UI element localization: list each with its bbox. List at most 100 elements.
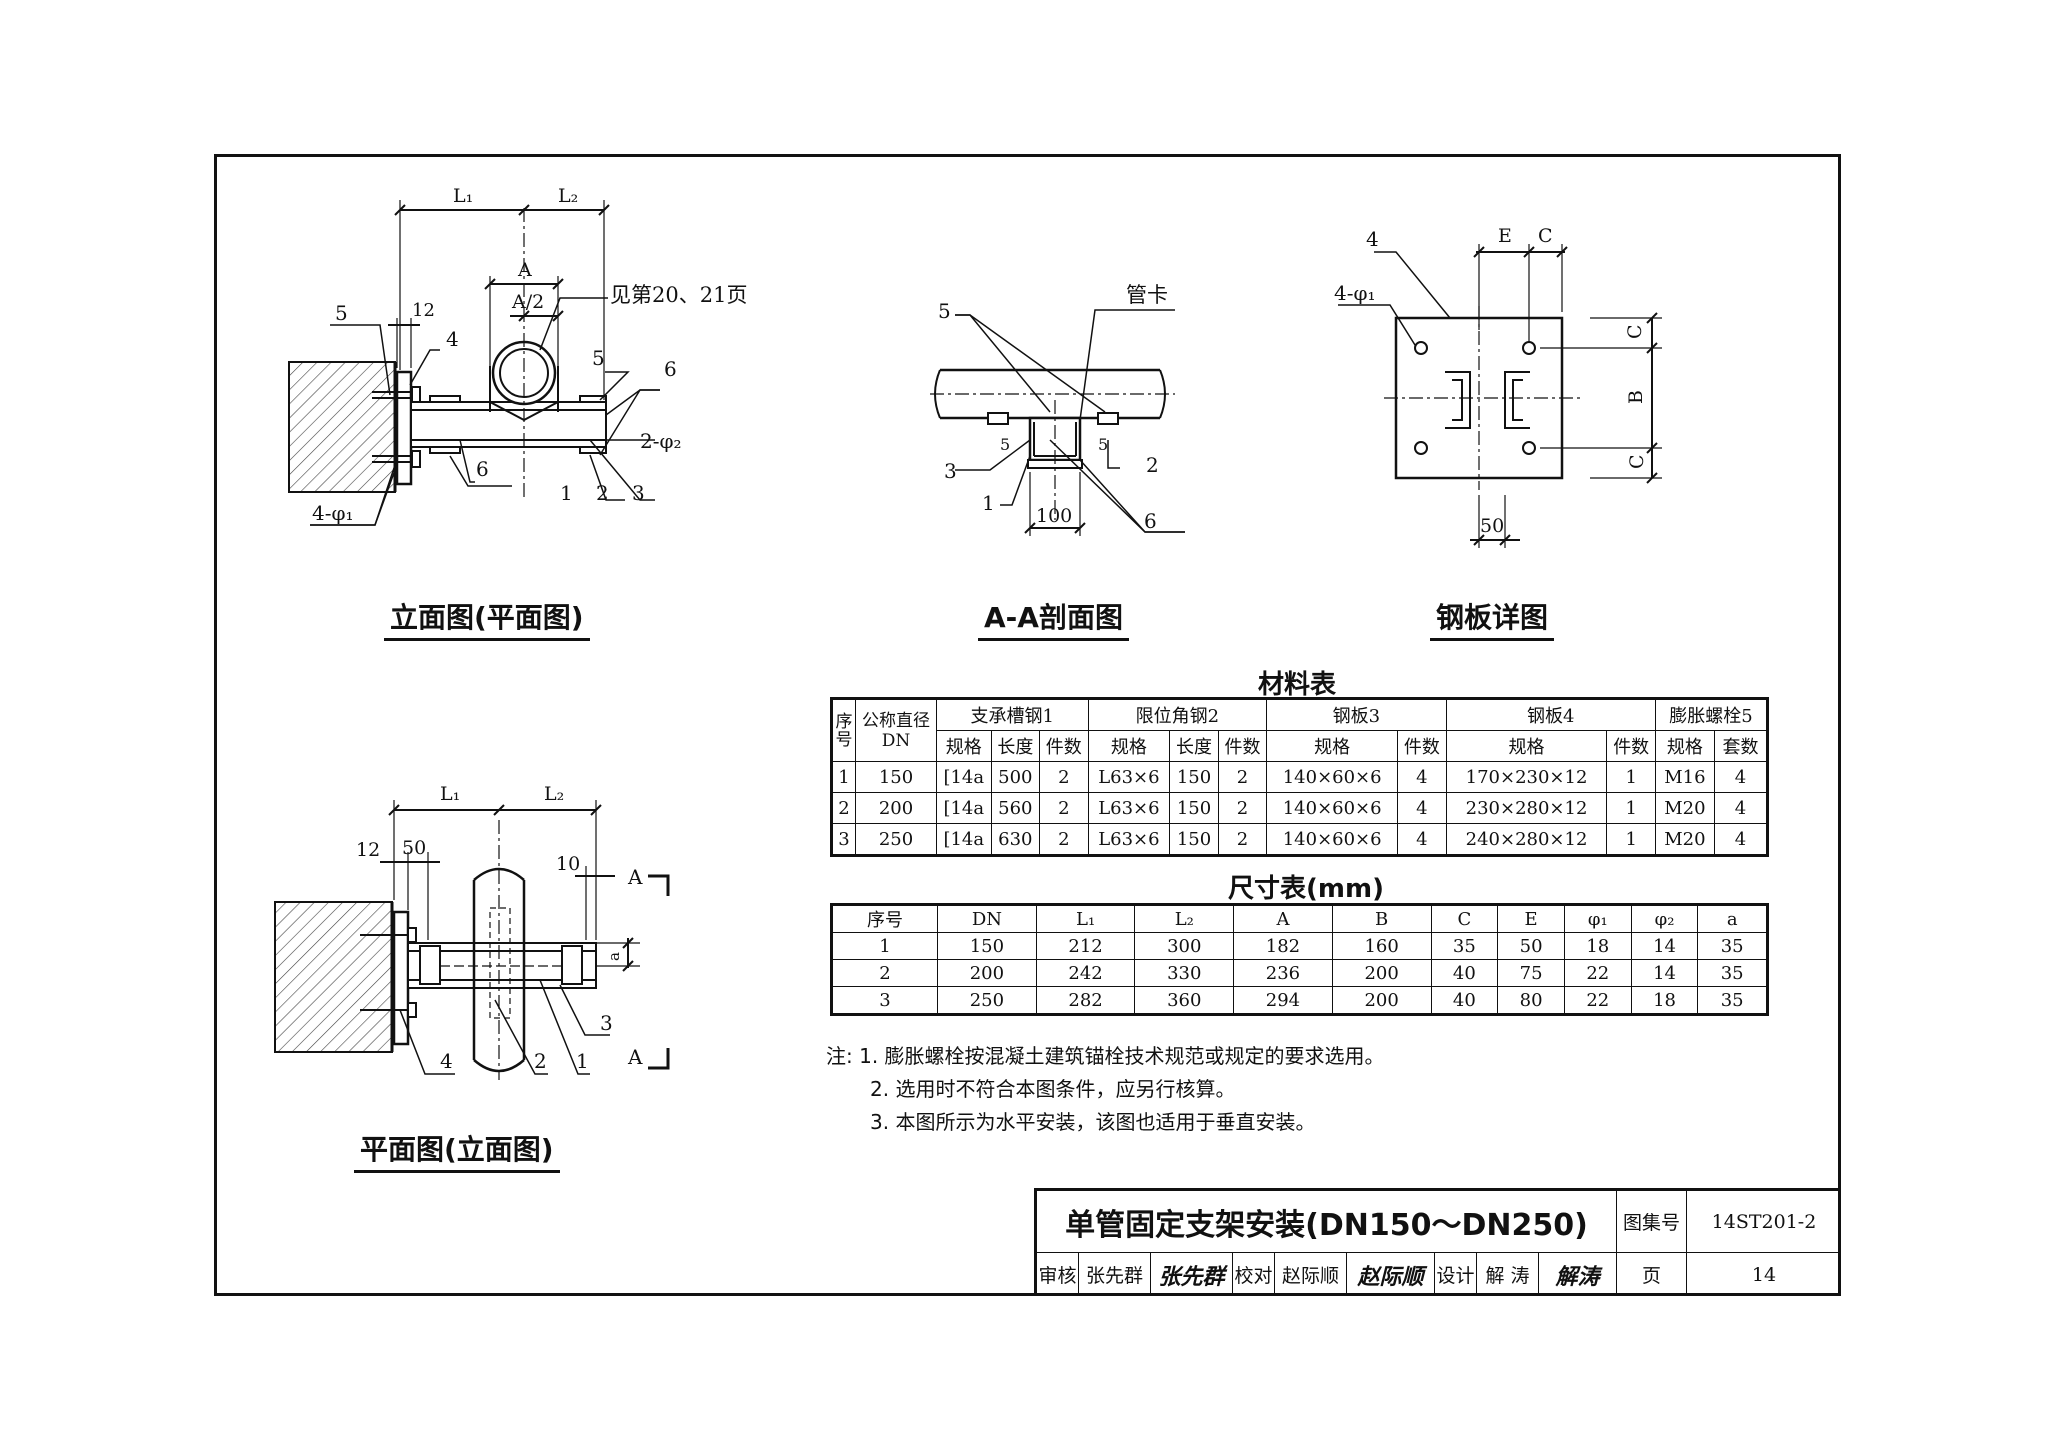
table-cell: 2 — [1039, 823, 1089, 856]
plate-c1-label: C — [1624, 324, 1646, 339]
designer-name: 解 涛 — [1477, 1253, 1539, 1296]
table-cell: 330 — [1134, 959, 1235, 987]
plate-50-label: 50 — [1480, 515, 1504, 537]
table-cell: 1 — [1606, 761, 1656, 793]
elev-5a-label: 5 — [335, 301, 348, 325]
plate-b-label: B — [1625, 390, 1647, 404]
sec-5a-label: 5 — [938, 299, 951, 323]
sec-6-label: 6 — [1144, 509, 1157, 533]
header-cell: 限位角钢2 — [1087, 698, 1268, 731]
plan-12-label: 12 — [356, 839, 380, 861]
header-cell: 支承槽钢1 — [936, 698, 1089, 731]
table-cell: 236 — [1233, 959, 1333, 987]
elev-4-label: 4 — [446, 327, 459, 351]
section-view: 管卡 5 5 5 3 2 1 6 100 — [930, 283, 1185, 536]
table-cell: 630 — [990, 823, 1041, 856]
table-cell: 40 — [1430, 986, 1499, 1015]
sec-5b-label: 5 — [1000, 435, 1010, 454]
table-cell: 2 — [1039, 792, 1089, 824]
reviewer-signature: 张先群 — [1151, 1253, 1233, 1296]
atlas-label: 图集号 — [1617, 1191, 1687, 1253]
drawing-title: 单管固定支架安装(DN150～DN250) — [1037, 1191, 1617, 1253]
header-cell: 规格 — [936, 730, 992, 762]
table-cell: 35 — [1697, 986, 1768, 1015]
plan-4-label: 4 — [440, 1049, 453, 1073]
table-cell: 2 — [1039, 761, 1089, 793]
table-cell: 200 — [1331, 959, 1432, 987]
table-cell: 4 — [1397, 792, 1447, 824]
table-cell: 40 — [1430, 959, 1499, 987]
table-cell: 18 — [1630, 986, 1699, 1015]
sec-100-label: 100 — [1036, 505, 1072, 527]
header-cell: B — [1331, 904, 1432, 933]
table-cell: 4 — [1713, 761, 1769, 793]
atlas-number: 14ST201-2 — [1687, 1191, 1841, 1253]
table-cell: 80 — [1497, 986, 1565, 1015]
plate-title: 钢板详图 — [1430, 596, 1555, 641]
table-cell: 150 — [855, 761, 937, 793]
table-cell: 230×280×12 — [1445, 792, 1608, 824]
table-cell: 2 — [1217, 761, 1268, 793]
elev-2-label: 2 — [596, 481, 609, 505]
plan-2-label: 2 — [534, 1049, 547, 1073]
table-cell: 300 — [1134, 932, 1235, 960]
table-cell: 150 — [937, 932, 1037, 960]
material-table-title: 材料表 — [1258, 670, 1337, 700]
table-header-row: 序号 公称直径DN 支承槽钢1 限位角钢2 钢板3 钢板4 膨胀螺栓5 — [831, 698, 1769, 762]
table-cell: 3 — [830, 986, 939, 1015]
checker-name: 赵际顺 — [1275, 1253, 1347, 1296]
plate-c-top-label: C — [1538, 225, 1553, 247]
review-label: 审核 — [1037, 1253, 1079, 1296]
table-cell: 22 — [1563, 986, 1632, 1015]
header-cell: A — [1233, 904, 1333, 933]
plan-view: L₁ L₂ 12 50 10 A A a 3 4 2 1 — [274, 783, 670, 1080]
bolt-left — [987, 412, 1009, 425]
header-cell: 长度 — [990, 730, 1041, 762]
design-label: 设计 — [1435, 1253, 1477, 1296]
table-cell: 14 — [1630, 959, 1699, 987]
table-cell: 140×60×6 — [1266, 792, 1399, 824]
plan-wall — [274, 901, 393, 1053]
elev-5b-label: 5 — [592, 346, 605, 370]
table-cell: 35 — [1430, 932, 1499, 960]
table-cell: 2 — [830, 959, 939, 987]
sec-5c-label: 5 — [1098, 435, 1108, 454]
table-cell: M20 — [1654, 823, 1715, 856]
table-header-row: 规格 长度 件数 规格 长度 件数 规格 件数 规格 件数 规格 套数 — [832, 730, 1769, 762]
header-cell: 规格 — [1445, 730, 1608, 762]
table-cell: 22 — [1563, 959, 1632, 987]
elev-3-label: 3 — [632, 481, 645, 505]
header-cell: 件数 — [1217, 730, 1268, 762]
material-table: 序号 公称直径DN 支承槽钢1 限位角钢2 钢板3 钢板4 膨胀螺栓5 规格 长… — [830, 697, 1769, 857]
header-cell: 件数 — [1606, 730, 1656, 762]
dimension-table-title: 尺寸表(mm) — [1228, 874, 1384, 904]
table-cell: M20 — [1654, 792, 1715, 824]
page-label: 页 — [1617, 1253, 1687, 1296]
table-cell: 35 — [1697, 959, 1768, 987]
header-cell: C — [1430, 904, 1499, 933]
header-cell: 钢板4 — [1445, 698, 1656, 731]
note-item: 2. 选用时不符合本图条件，应另行核算。 — [870, 1077, 1236, 1101]
table-cell: 160 — [1331, 932, 1432, 960]
checker-signature: 赵际顺 — [1347, 1253, 1435, 1296]
table-cell: 14 — [1630, 932, 1699, 960]
plan-title: 平面图(立面图) — [354, 1128, 560, 1173]
sec-2-label: 2 — [1146, 453, 1159, 477]
table-cell: [14a — [936, 823, 992, 856]
table-cell: 1 — [831, 761, 856, 793]
table-cell: 282 — [1035, 986, 1136, 1015]
elev-6b-label: 6 — [476, 457, 489, 481]
plan-10-label: 10 — [556, 853, 580, 875]
plan-1-label: 1 — [576, 1049, 589, 1073]
elev-a-label: A — [517, 259, 532, 281]
table-cell: 2 — [831, 792, 856, 824]
table-cell: 212 — [1035, 932, 1136, 960]
sec-clamp-label: 管卡 — [1126, 283, 1168, 307]
table-cell: 200 — [855, 792, 937, 824]
notes: 注: 1. 膨胀螺栓按混凝土建筑锚栓技术规范或规定的要求选用。 2. 选用时不符… — [826, 1040, 1385, 1139]
table-cell: [14a — [936, 761, 992, 793]
